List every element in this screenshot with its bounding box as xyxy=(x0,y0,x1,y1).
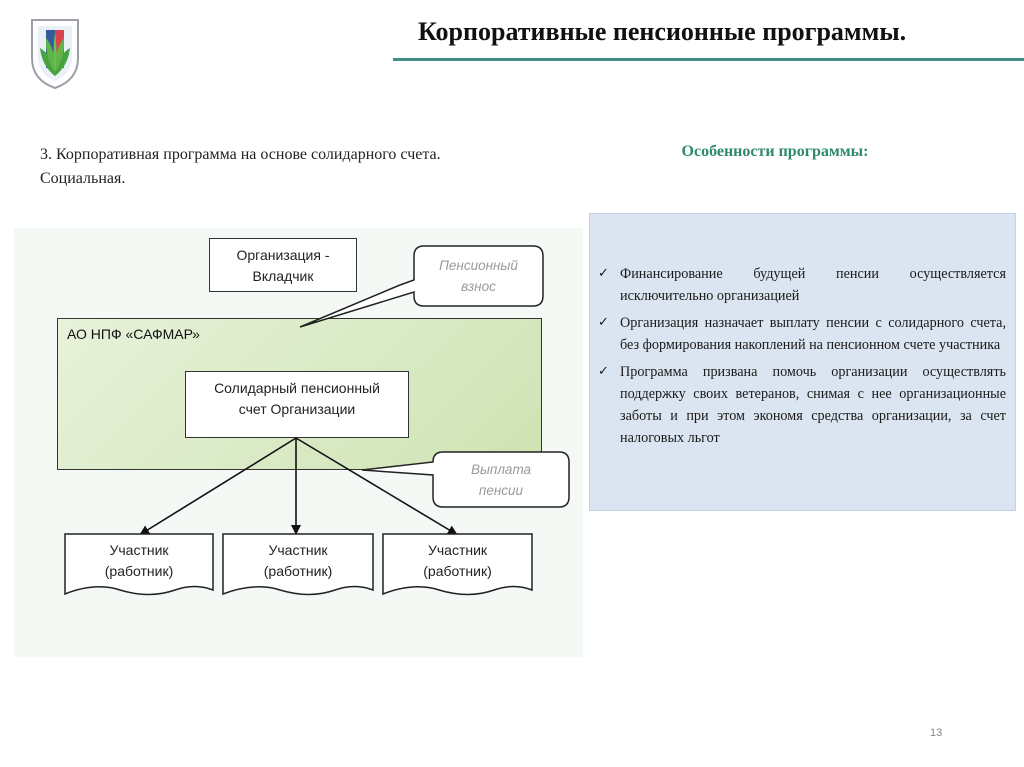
program-description-line: Социальная. xyxy=(40,170,126,187)
participant-line: Участник xyxy=(268,542,328,558)
title-underline xyxy=(393,58,1024,61)
participant-shape xyxy=(222,533,374,596)
checkmark-icon: ✓ xyxy=(598,266,609,281)
participant-line: Участник xyxy=(109,542,169,558)
organization-line: Вкладчик xyxy=(252,268,314,284)
organization-box: Организация - Вкладчик xyxy=(209,238,357,292)
arrow-to-participant-3 xyxy=(295,437,458,536)
callout-contribution: Пенсионный взнос xyxy=(414,255,543,297)
callout-payment-shape xyxy=(361,451,570,508)
feature-item: ✓ Организация назначает выплату пенсии с… xyxy=(598,312,1006,356)
page-number: 13 xyxy=(930,727,943,739)
organization-line: Организация - xyxy=(236,247,330,263)
feature-text: Организация назначает выплату пенсии с с… xyxy=(620,315,1006,353)
feature-item: ✓ Финансирование будущей пенсии осуществ… xyxy=(598,263,1006,307)
participant-label: Участник (работник) xyxy=(65,540,213,582)
features-heading: Особенности программы: xyxy=(681,143,869,160)
account-line: счет Организации xyxy=(238,401,356,417)
participant-line: Участник xyxy=(427,542,488,558)
checkmark-icon: ✓ xyxy=(598,364,609,379)
callout-contribution-line: взнос xyxy=(461,279,496,294)
arrow-to-participant-1 xyxy=(139,437,297,536)
account-line: Солидарный пенсионный xyxy=(214,380,380,396)
solidarity-account-box: Солидарный пенсионный счет Организации xyxy=(185,371,409,438)
program-description: 3. Корпоративная программа на основе сол… xyxy=(40,143,580,191)
page-title: Корпоративные пенсионные программы. xyxy=(418,17,907,46)
npf-label: АО НПФ «САФМАР» xyxy=(67,326,200,342)
feature-text: Финансирование будущей пенсии осуществля… xyxy=(620,266,1006,304)
participant-shape xyxy=(382,533,533,596)
feature-text: Программа призвана помочь организации ос… xyxy=(620,364,1006,446)
callout-contribution-shape xyxy=(299,245,544,328)
participant-line: (работник) xyxy=(104,563,174,579)
organization-logo-icon xyxy=(31,19,79,90)
program-description-line: 3. Корпоративная программа на основе сол… xyxy=(40,146,441,163)
participant-label: Участник (работник) xyxy=(223,540,373,582)
participant-label: Участник (работник) xyxy=(383,540,532,582)
callout-payment-line: пенсии xyxy=(478,483,524,498)
checkmark-icon: ✓ xyxy=(598,315,609,330)
callout-contribution-line: Пенсионный xyxy=(439,258,518,273)
participant-line: (работник) xyxy=(263,563,333,579)
features-panel: ✓ Финансирование будущей пенсии осуществ… xyxy=(589,213,1016,511)
features-list: ✓ Финансирование будущей пенсии осуществ… xyxy=(598,263,1006,454)
participant-shape xyxy=(64,533,214,596)
feature-item: ✓ Программа призвана помочь организации … xyxy=(598,361,1006,449)
participant-line: (работник) xyxy=(423,563,492,579)
callout-payment-line: Выплата xyxy=(470,462,532,477)
callout-payment: Выплата пенсии xyxy=(433,459,569,501)
